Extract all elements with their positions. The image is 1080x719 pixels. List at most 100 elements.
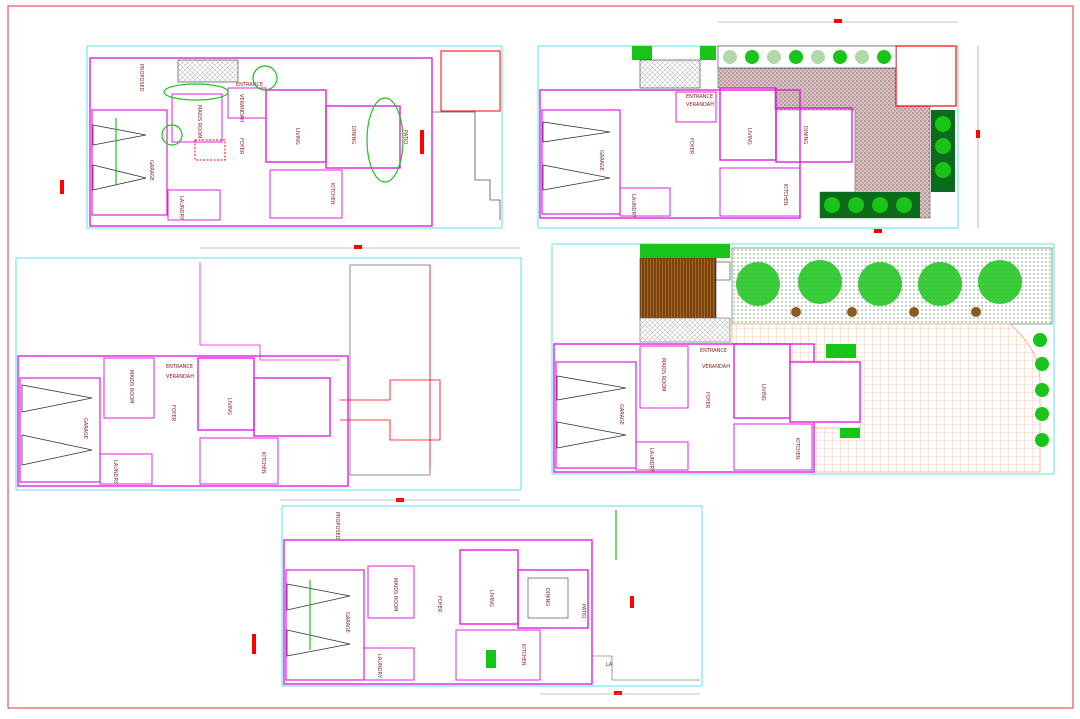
plan4-palm [798, 260, 842, 304]
plan2-shrub [745, 50, 759, 64]
plan5-dim-tag [252, 634, 256, 654]
plan4-garage-label: GARAGE [618, 404, 624, 425]
floor-plan-3: GARAGE MAIDS ROOM ENTRANCE VERANDAH FOYE… [15, 245, 522, 502]
plan5-boundary [281, 505, 703, 687]
plan1-green-hedge-3 [366, 97, 404, 183]
plan3-site-lines [199, 262, 340, 361]
sheet-frame [7, 5, 1074, 709]
plan2-dining [775, 107, 853, 163]
plan1-house-outline [89, 57, 433, 227]
plan2-entrance-label: ENTRANCE [686, 94, 713, 100]
plan2-shrub [877, 50, 891, 64]
plan2-living [719, 87, 777, 161]
plan1-boundary [86, 45, 503, 229]
plan1-dining [325, 105, 401, 169]
plan2-shrub [872, 197, 888, 213]
plan2-living-label: LIVING [746, 128, 752, 145]
floor-plan-1: GARAGE MAIDS ROOM VERANDAH FOYER LIVING … [60, 45, 503, 229]
plan3-car-1 [21, 384, 93, 413]
floor-plan-2: GARAGE ENTRANCE VERANDAH FOYER LIVING DI… [537, 19, 980, 233]
plan4-kitchen-label: KITCHEN [794, 438, 800, 460]
plan4-palm [918, 262, 962, 306]
plan5-garage-label: GARAGE [344, 612, 350, 633]
plan2-shrub [824, 197, 840, 213]
plan2-dining-label: DINING [802, 126, 808, 144]
plan2-verandah-label: VERANDAH [686, 102, 714, 108]
plan4-shrub [971, 307, 981, 317]
plan3-kitchen [199, 437, 279, 485]
plan3-laundry-label: LAUNDRY [112, 460, 118, 485]
plan1-garage [91, 109, 168, 216]
plan3-car-2 [21, 434, 93, 466]
plan3-living [197, 357, 255, 431]
plan3-maids-room [103, 357, 155, 419]
plan4-shrub [1035, 357, 1049, 371]
plan3-laundry [99, 453, 153, 485]
plan1-living [265, 89, 327, 163]
plan1-car-2 [92, 164, 147, 191]
plan4-shrub [847, 307, 857, 317]
plan4-car-1 [556, 375, 627, 401]
plan5-maids-label: MAIDS ROOM [392, 578, 398, 611]
plan1-red-dashed [194, 139, 226, 161]
plan4-deck [639, 257, 717, 319]
floor-plan-4: GARAGE MAIDS ROOM ENTRANCE VERANDAH FOYE… [551, 243, 1055, 475]
plan4-kitchen [733, 423, 813, 471]
plan4-foyer-label: FOYER [704, 392, 710, 409]
plan2-car-2 [542, 164, 611, 191]
plan4-shrub [791, 307, 801, 317]
plan5-dining-table [527, 577, 569, 619]
plan5-la-label: LA [606, 662, 613, 668]
plan2-shrub [855, 50, 869, 64]
plan4-palm [858, 262, 902, 306]
plan1-maids-room [171, 93, 223, 143]
plan5-green-tag [486, 650, 496, 668]
plan3-house-outline [17, 355, 349, 487]
plan2-shrub [848, 197, 864, 213]
plan1-entrance-label: ENTRANCE [236, 82, 263, 88]
plan4-car-2 [556, 421, 627, 449]
plan4-maids-room [639, 345, 689, 409]
plan1-laundry [167, 189, 221, 221]
plan4-paving-strip [639, 317, 731, 343]
plan2-garage-label: GARAGE [598, 150, 604, 171]
plan2-shrub [935, 138, 951, 154]
plan2-shrub [896, 197, 912, 213]
plan5-kitchen-label: KITCHEN [520, 644, 526, 666]
plan1-verandah [227, 87, 267, 119]
plan3-verandah-label: VERANDAH [166, 374, 194, 380]
plan1-garage-label: GARAGE [148, 160, 154, 181]
plan3-entrance-label: ENTRANCE [166, 364, 193, 370]
plan4-entrance-label: ENTRANCE [700, 348, 727, 354]
plan1-stairs [177, 59, 239, 83]
plan3-boundary [15, 257, 522, 491]
plan4-palm [736, 262, 780, 306]
plan1-stepped-edge [432, 111, 501, 220]
plan1-green-hedge-4 [161, 124, 183, 146]
plan2-neighbour-block [895, 45, 957, 107]
plan2-shrub [767, 50, 781, 64]
plan2-green-patch-2 [700, 46, 716, 60]
plan4-shrub [1035, 407, 1049, 421]
plan2-stairs [639, 59, 701, 89]
plan2-shrub [935, 162, 951, 178]
plan1-note-label: PROPOSED [138, 64, 144, 92]
plan5-dining [517, 569, 589, 629]
plan4-planter [826, 344, 856, 358]
plan4-living-label: LIVING [760, 384, 766, 401]
plan2-shrub [723, 50, 737, 64]
plan2-foyer-label: FOYER [688, 138, 694, 155]
plan5-house-outline [283, 539, 593, 685]
plan3-red-steps [340, 379, 441, 441]
plan2-shrub [811, 50, 825, 64]
plan2-laundry [619, 187, 671, 217]
plan5-foyer-label: FOYER [436, 596, 442, 613]
plan4-shrub [1035, 433, 1049, 447]
plan3-dining [253, 377, 331, 437]
plan1-car-1 [92, 124, 147, 146]
plan4-verandah-label: VERANDAH [702, 364, 730, 370]
plan2-laundry-label: LAUNDRY [630, 194, 636, 219]
plan4-maids-label: MAIDS ROOM [660, 358, 666, 391]
plan4-palm [978, 260, 1022, 304]
plan5-laundry-label: LAUNDRY [376, 654, 382, 679]
